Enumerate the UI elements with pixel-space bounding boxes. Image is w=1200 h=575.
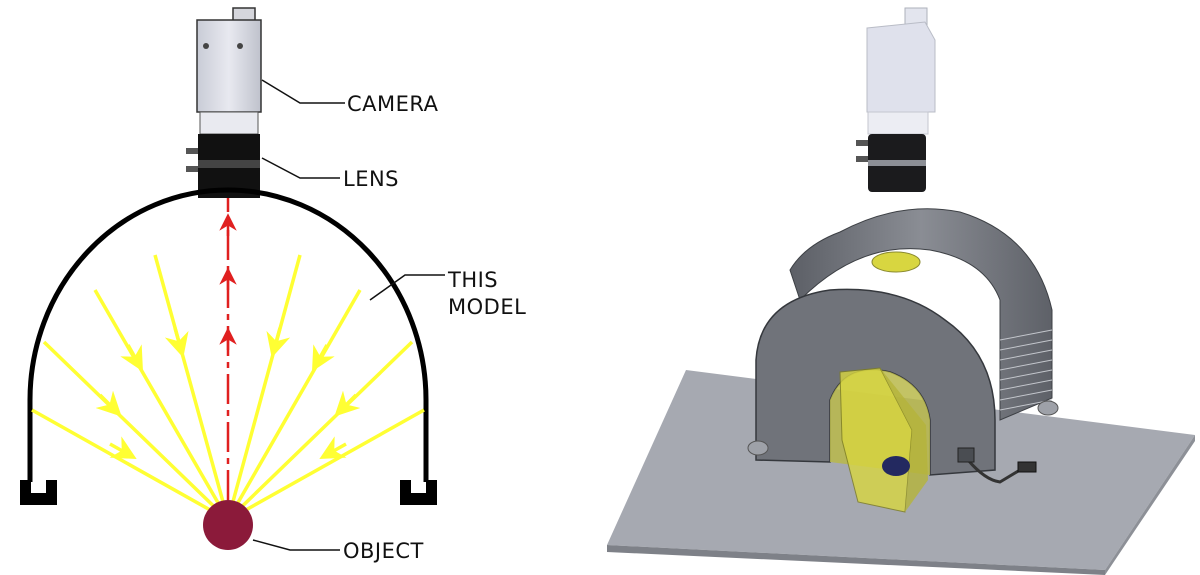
light-window-prism xyxy=(839,367,928,513)
render-lens xyxy=(856,134,926,192)
schematic-diagram: CAMERA LENS THIS MODEL OBJECT xyxy=(20,7,526,563)
object-sphere-3d xyxy=(882,456,910,476)
model-label-line2: MODEL xyxy=(448,295,526,319)
render-camera xyxy=(866,7,936,135)
object-sphere xyxy=(203,500,253,550)
dome-outline xyxy=(27,187,429,482)
render-3d xyxy=(607,7,1195,575)
cable-connector xyxy=(957,447,1037,484)
object-label: OBJECT xyxy=(343,539,424,563)
reflected-light-rays xyxy=(31,254,425,522)
lens-label: LENS xyxy=(343,167,399,191)
lens-drawing xyxy=(186,134,260,198)
dome-feet xyxy=(20,480,437,505)
camera-drawing xyxy=(196,7,262,135)
model-label-line1: THIS xyxy=(447,268,498,292)
camera-label: CAMERA xyxy=(347,92,439,116)
leader-lines xyxy=(252,79,445,551)
